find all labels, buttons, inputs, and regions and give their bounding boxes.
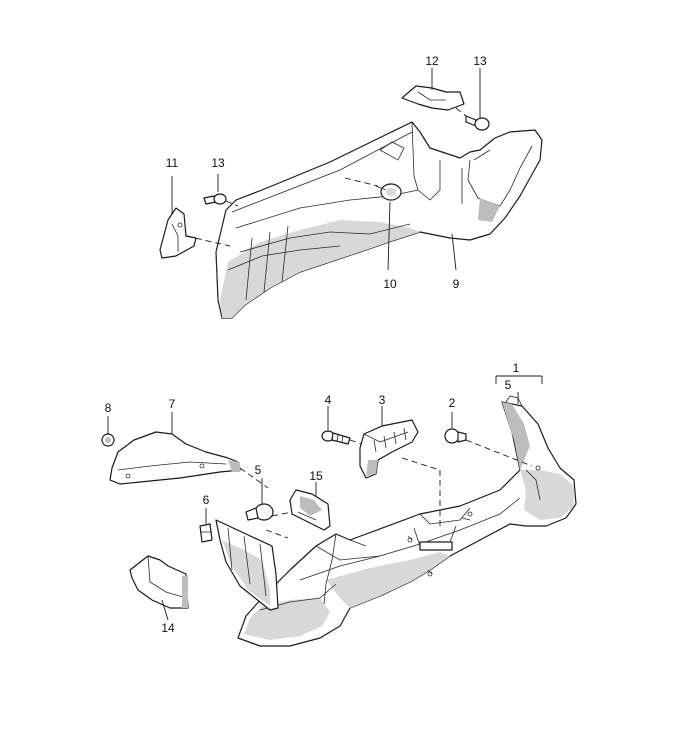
callout-4: 4 [325, 393, 332, 407]
assembly-line-4 [349, 439, 363, 445]
callout-8: 8 [105, 401, 112, 415]
assembly-line-13-top [455, 107, 467, 117]
assembly-line-11 [185, 235, 231, 247]
assembly-line-15 [265, 529, 289, 539]
callout-7: 7 [169, 397, 176, 411]
callout-12: 12 [425, 54, 439, 68]
callout-9: 9 [453, 277, 460, 291]
callout-14: 14 [161, 621, 175, 635]
bolt-part-13-top [465, 115, 490, 131]
assembly-line-5 [271, 511, 293, 517]
callout-5-top: 5 [505, 378, 512, 392]
assembly-line-10 [344, 177, 379, 187]
callout-2: 2 [449, 396, 456, 410]
callout-6: 6 [203, 493, 210, 507]
callout-1: 1 [513, 361, 520, 375]
callout-15: 15 [309, 469, 323, 483]
assembly-line-3 [401, 457, 441, 526]
callout-10: 10 [383, 277, 397, 291]
callout-3: 3 [379, 393, 386, 407]
nut-part-8 [101, 433, 115, 447]
callout-5-mid: 5 [255, 463, 262, 477]
trunk-tray-part-1 [237, 395, 577, 647]
bracket-part-14 [129, 555, 189, 609]
callout-11: 11 [166, 156, 179, 170]
assembly-line-7 [239, 467, 269, 489]
mount-bracket-part-3 [359, 419, 419, 479]
push-clip-part-10 [375, 183, 402, 201]
bolt-part-13-left [203, 193, 227, 205]
wheel-arch-cover-part-7 [109, 431, 241, 485]
clip-part-6 [199, 523, 213, 543]
bracket-part-12 [401, 85, 465, 111]
side-lining-part-9 [215, 121, 543, 319]
clip-part-5 [245, 503, 274, 521]
callout-13-top: 13 [473, 54, 487, 68]
callout-13-left: 13 [211, 156, 225, 170]
assembly-line-2 [465, 439, 533, 467]
bolt-part-4 [321, 430, 351, 445]
bracket-part-11 [159, 207, 197, 259]
push-clip-part-2 [444, 428, 467, 444]
assembly-line-13-left [225, 200, 239, 207]
cover-plate-part-15 [289, 489, 331, 531]
side-panel-part-14 [215, 519, 279, 611]
